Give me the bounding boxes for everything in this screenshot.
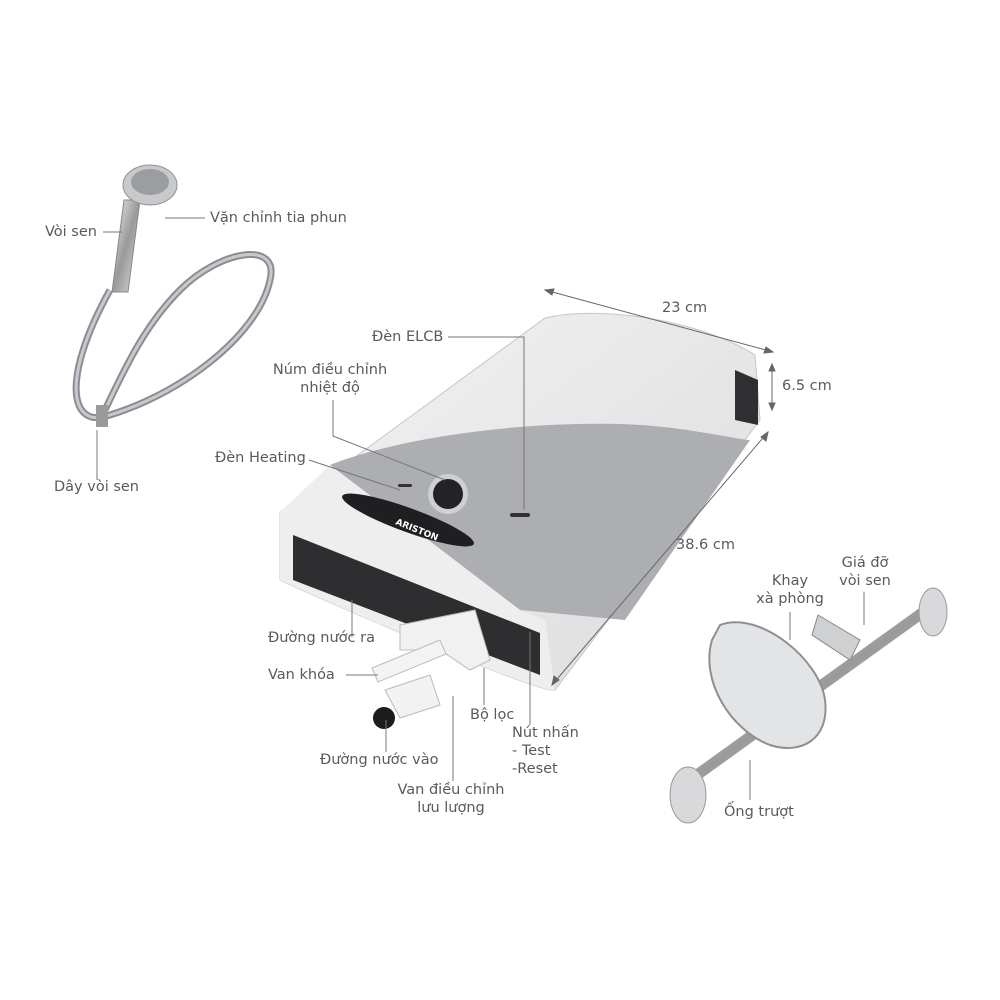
- label-flow-valve: Van điều chỉnh lưu lượng: [386, 781, 516, 817]
- label-shower-head: Vòi sen: [45, 224, 97, 240]
- label-temp-knob: Núm điều chỉnh nhiệt độ: [260, 361, 400, 397]
- label-shower-hose: Dây vòi sen: [54, 479, 139, 495]
- water-heater: ARISTON: [279, 312, 761, 691]
- label-line: Giá đỡ: [841, 555, 889, 571]
- label-test-reset-button: Nút nhấn - Test -Reset: [512, 724, 579, 778]
- label-height: 38.6 cm: [676, 537, 735, 553]
- dimension-lines: [543, 288, 776, 687]
- label-holder: Giá đỡ vòi sen: [820, 554, 910, 590]
- label-line: -Reset: [512, 761, 558, 777]
- label-filter: Bộ lọc: [470, 707, 515, 723]
- label-line: lưu lượng: [417, 800, 485, 816]
- label-heating-light: Đèn Heating: [215, 450, 306, 466]
- leader-lines: [96, 217, 865, 800]
- label-line: Khay: [771, 573, 809, 589]
- label-lock-valve: Van khóa: [268, 667, 335, 683]
- shower-head: [72, 164, 275, 427]
- valve-fittings: [371, 609, 491, 729]
- label-line: Nút nhấn: [512, 725, 579, 741]
- label-line: nhiệt độ: [300, 380, 360, 396]
- label-line: - Test: [512, 743, 551, 759]
- label-soap-tray: Khay xà phòng: [740, 572, 840, 608]
- label-depth: 6.5 cm: [782, 378, 832, 394]
- label-line: Núm điều chỉnh: [272, 362, 388, 378]
- label-line: vòi sen: [839, 573, 891, 589]
- label-spray-adjust: Vặn chỉnh tia phun: [210, 210, 347, 226]
- label-water-out: Đường nước ra: [268, 630, 375, 646]
- label-water-in: Đường nước vào: [320, 752, 439, 768]
- label-slide-bar: Ống trượt: [724, 804, 794, 820]
- label-width: 23 cm: [662, 300, 708, 316]
- label-elcb-light: Đèn ELCB: [372, 329, 444, 345]
- label-line: Van điều chỉnh: [397, 782, 505, 798]
- label-line: xà phòng: [756, 591, 824, 607]
- slide-bar-accessory: [669, 587, 948, 824]
